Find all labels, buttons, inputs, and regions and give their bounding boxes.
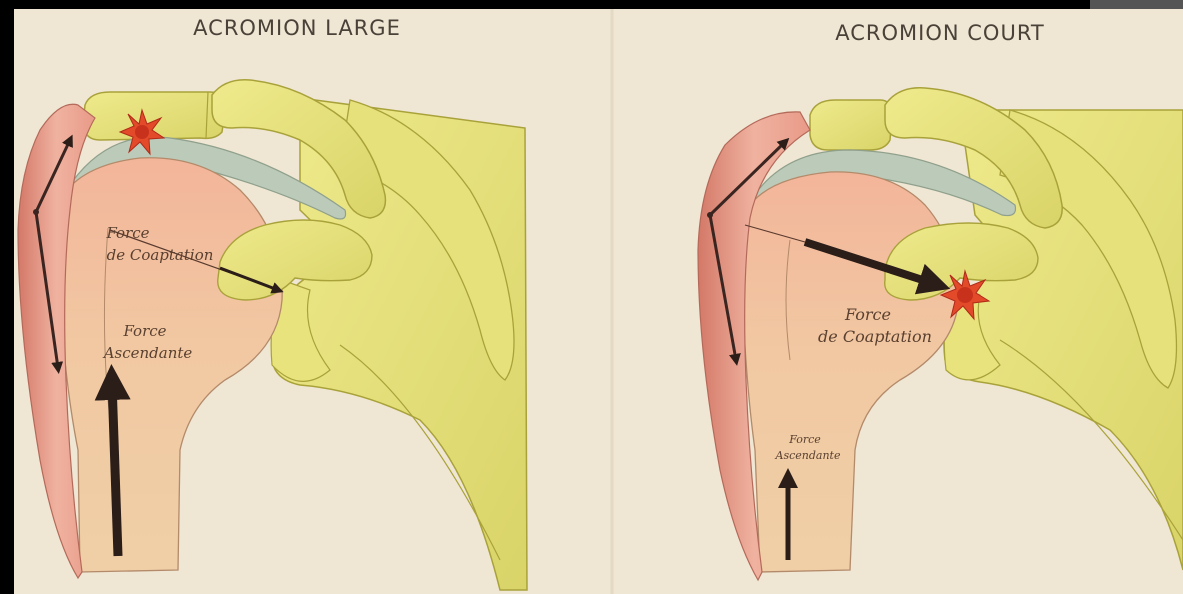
panel-title: ACROMION COURT bbox=[835, 21, 1044, 45]
coaptation-label-line2: de Coaptation bbox=[818, 327, 932, 346]
coaptation-label-line2: de Coaptation bbox=[107, 246, 214, 264]
ascending-force-arrow bbox=[112, 382, 118, 556]
acromion bbox=[810, 100, 892, 150]
ascendante-label-line1: Force bbox=[122, 322, 166, 340]
coaptation-label-line1: Force bbox=[844, 305, 891, 324]
ascendante-label-line2: Ascendante bbox=[102, 344, 193, 362]
ascendante-label-line2: Ascendante bbox=[775, 449, 841, 462]
coaptation-label-line1: Force bbox=[105, 224, 149, 242]
ascendante-label-line1: Force bbox=[788, 433, 821, 446]
panel-title: ACROMION LARGE bbox=[193, 16, 401, 40]
